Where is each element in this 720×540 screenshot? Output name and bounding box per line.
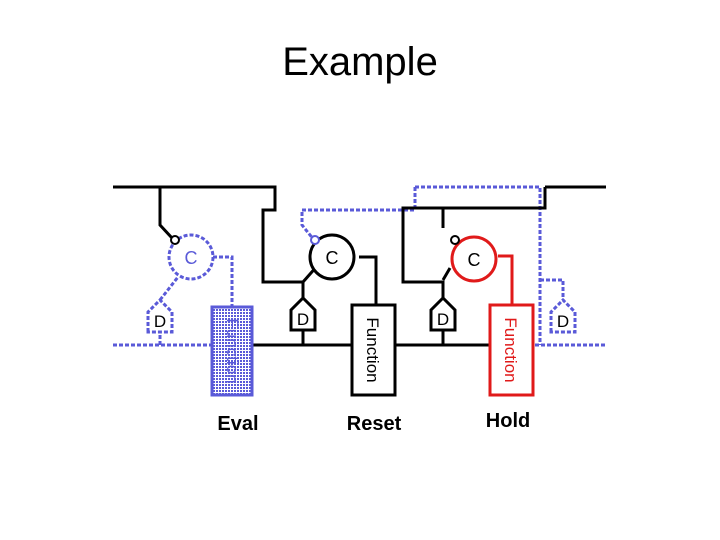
c-node-1: C	[167, 233, 215, 281]
c-node-1-label: C	[185, 248, 198, 268]
function-block-reset-label: Function	[363, 317, 382, 382]
stage-label-hold: Hold	[486, 410, 530, 432]
slide-title: Example	[282, 40, 438, 84]
function-block-eval: Function	[210, 305, 254, 397]
d-node-1-label: D	[154, 312, 166, 331]
eval-feedback-mid	[300, 187, 417, 241]
function-block-hold-label: Function	[501, 317, 520, 382]
top-rail-2	[441, 187, 547, 228]
c-node-2: C	[308, 233, 356, 281]
d-node-4-label: D	[557, 312, 569, 331]
function-block-reset: Function	[350, 303, 397, 397]
stage-label-reset: Reset	[347, 413, 402, 435]
top-rail-4	[401, 206, 445, 300]
d-node-1: D	[146, 297, 174, 334]
c-node-2-label: C	[326, 248, 339, 268]
c1-tap	[158, 187, 174, 240]
d-node-3-label: D	[437, 310, 449, 329]
d-node-4: D	[549, 297, 577, 334]
d-node-3: D	[429, 295, 457, 332]
function-block-eval-label: Function	[223, 318, 242, 383]
c-node-3-label: C	[468, 250, 481, 270]
function-block-hold: Function	[488, 303, 535, 397]
d-node-2: D	[289, 295, 317, 332]
stage-label-eval: Eval	[217, 413, 258, 435]
eval-feedback-top	[415, 185, 542, 345]
c2-wire	[359, 255, 378, 305]
eval-d4-loop	[540, 278, 565, 300]
hold-c3-output	[498, 254, 514, 305]
c3-in	[441, 267, 452, 281]
hold-wires	[498, 254, 514, 305]
active-wires	[113, 185, 606, 347]
d-node-2-label: D	[297, 310, 309, 329]
c-node-3: C	[450, 235, 498, 283]
eval-c1-output	[213, 255, 234, 310]
